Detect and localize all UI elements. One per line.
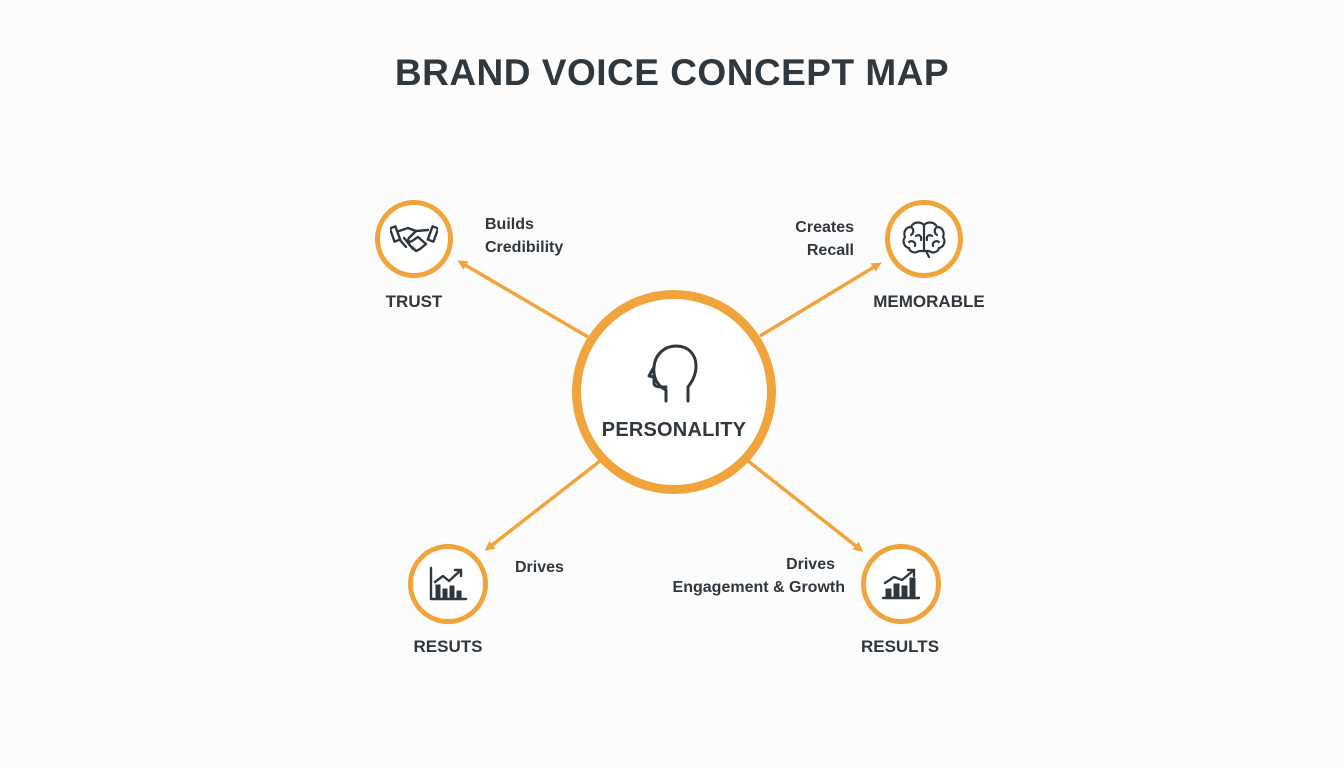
edge-label-trust-line-2: Credibility <box>485 239 564 256</box>
center-label: PERSONALITY <box>601 418 747 441</box>
edge-label-memorable-line-1: Creates <box>795 219 854 236</box>
arrow-to-memorable <box>759 262 882 338</box>
node-label-memorable: MEMORABLE <box>873 292 985 311</box>
edge-label-resuts-line-1: Drives <box>515 559 564 576</box>
arrow-to-trust <box>457 260 589 339</box>
edge-label-memorable-line-2: Recall <box>806 242 854 259</box>
node-trust <box>375 200 453 278</box>
node-label-resuts: RESUTS <box>413 637 483 656</box>
node-label-trust: TRUST <box>385 292 443 311</box>
growth-chart-icon <box>429 566 468 601</box>
edge-label-memorable: Creates Recall <box>734 216 854 262</box>
edge-label-trust-line-1: Builds <box>485 216 534 233</box>
edge-label-trust: Builds Credibility <box>485 213 563 259</box>
node-memorable <box>885 200 963 278</box>
node-resuts <box>408 544 488 624</box>
handshake-icon <box>390 225 438 253</box>
bar-chart-up-icon <box>881 568 921 600</box>
page-title: BRAND VOICE CONCEPT MAP <box>394 52 950 93</box>
center-node-personality: PERSONALITY <box>572 290 776 494</box>
edge-label-results: Drives Engagement & Growth <box>645 553 845 599</box>
brain-icon <box>902 221 946 258</box>
edge-label-resuts: Drives <box>515 556 564 579</box>
arrow-to-resuts <box>484 459 602 551</box>
head-profile-icon <box>647 344 698 402</box>
node-results <box>861 544 941 624</box>
edge-label-results-line-1: Drives <box>786 556 835 573</box>
arrow-to-results <box>746 459 864 552</box>
node-label-results: RESULTS <box>860 637 940 656</box>
edge-label-results-line-2: Engagement & Growth <box>672 579 845 596</box>
